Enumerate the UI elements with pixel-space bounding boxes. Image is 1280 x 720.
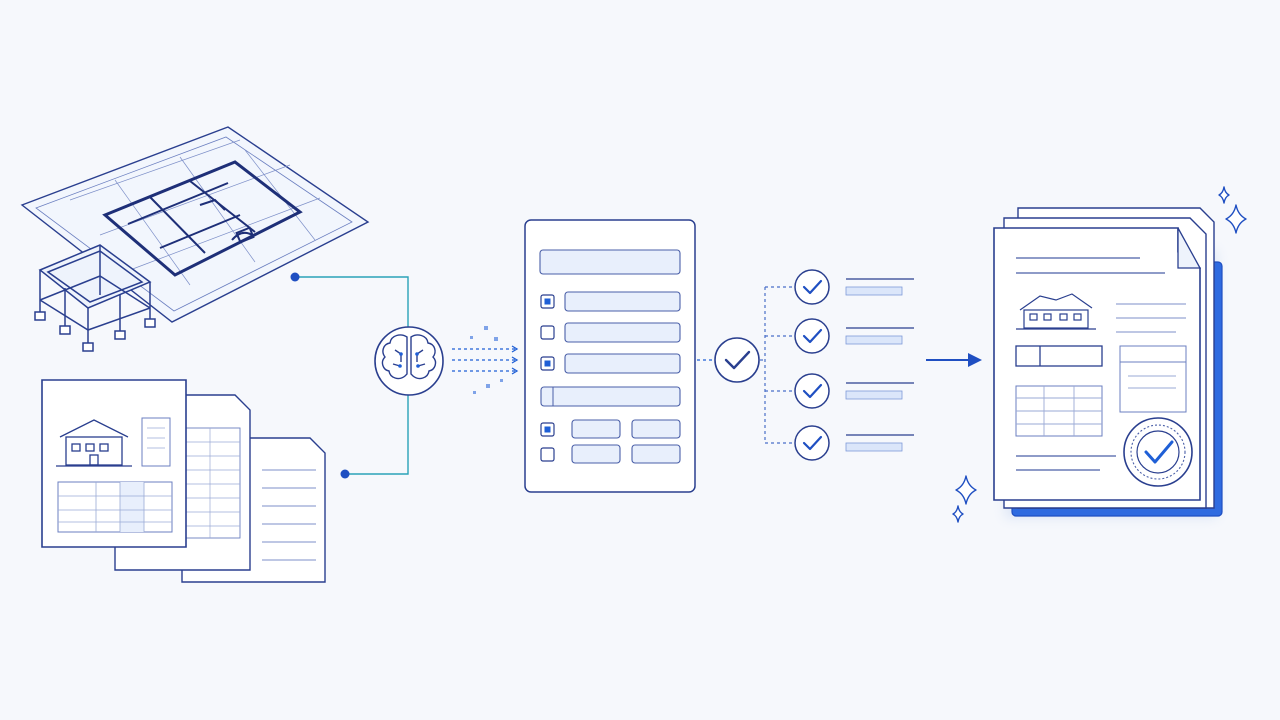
- form-header-field: [539, 249, 681, 275]
- checklist-form-icon: [524, 219, 696, 493]
- data-flow-arrows: [452, 345, 519, 375]
- checkmark-icon: [802, 435, 823, 451]
- branch-connector: [760, 286, 793, 444]
- structural-frame-icon: [34, 244, 156, 352]
- validation-bar: [845, 390, 903, 400]
- form-field: [564, 322, 681, 343]
- blueprint-icon: [20, 126, 370, 323]
- validation-item: [794, 373, 914, 409]
- input-connector: [295, 276, 409, 475]
- form-field: [571, 419, 621, 439]
- check-circle-icon: [794, 373, 830, 409]
- validation-bar: [845, 335, 903, 345]
- checkbox-unchecked: [540, 325, 555, 340]
- checkbox-unchecked: [540, 447, 555, 462]
- form-field: [564, 353, 681, 374]
- checkmark-icon: [802, 328, 823, 344]
- approved-document-folder-icon: [993, 207, 1223, 518]
- checkmark-icon: [802, 279, 823, 295]
- validation-item: [794, 269, 914, 305]
- sparkle-icon: [952, 186, 1247, 523]
- validation-item: [794, 425, 914, 461]
- connector-dot: [340, 469, 350, 479]
- check-circle-icon: [794, 269, 830, 305]
- validation-item: [794, 318, 914, 354]
- document-stack-icon: [41, 379, 326, 583]
- approval-seal-icon: [1123, 417, 1193, 487]
- data-pixels: [470, 326, 503, 394]
- form-field: [631, 444, 681, 464]
- check-circle-icon: [714, 337, 760, 383]
- house-icon: [56, 419, 132, 467]
- validation-bar: [845, 442, 903, 452]
- check-circle-icon: [794, 425, 830, 461]
- check-circle-icon: [794, 318, 830, 354]
- form-field: [631, 419, 681, 439]
- validation-list: [794, 269, 914, 461]
- form-field: [564, 291, 681, 312]
- form-field: [571, 444, 621, 464]
- brain-icon: [374, 326, 444, 396]
- checkmark-icon: [802, 383, 823, 399]
- form-field: [540, 386, 681, 407]
- house-icon: [1016, 293, 1096, 330]
- arrow-right-icon: [926, 353, 982, 367]
- validation-bar: [845, 286, 903, 296]
- connector-dot: [290, 272, 300, 282]
